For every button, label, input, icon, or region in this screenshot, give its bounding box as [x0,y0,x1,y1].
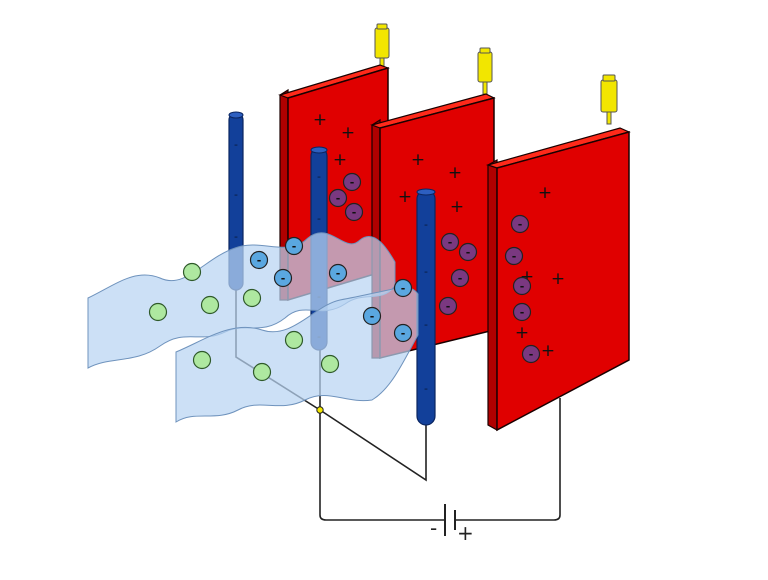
battery-positive-label: + [457,521,474,545]
wire-junction-node [316,406,324,414]
positive-charge-symbol: + [333,150,347,170]
negatively-charged-particle: - [362,306,382,326]
wire-plate-to-battery [455,398,561,521]
collected-charged-particle: - [512,302,532,322]
discharge-electrode-3: - - - - [416,188,436,426]
svg-text:-: - [370,310,375,323]
positive-charge-symbol: + [411,150,425,170]
insulator-3 [600,74,618,125]
negative-charge-symbol: - [424,218,428,231]
svg-text:-: - [336,267,341,280]
svg-text:-: - [401,282,406,295]
negative-charge-symbol: - [234,138,238,151]
collected-charged-particle: - [344,202,364,222]
negatively-charged-particle: - [284,236,304,256]
neutral-dust-particle [252,362,272,382]
collector-plate-3: ++++-----+ [485,74,631,432]
insulator-2 [477,47,493,95]
collected-charged-particle: - [438,296,458,316]
negative-charge-symbol: - [424,382,428,395]
collected-charged-particle: - [521,344,541,364]
negative-charge-symbol: - [234,230,238,243]
negatively-charged-particle: - [393,278,413,298]
battery-negative-label: - [430,516,437,540]
positive-charge-symbol: + [538,183,552,203]
svg-text:-: - [446,300,451,313]
positive-charge-symbol: + [448,163,462,183]
positive-charge-symbol: + [541,341,555,361]
positive-charge-symbol: + [515,323,529,343]
svg-text:-: - [350,176,355,189]
negatively-charged-particle: - [393,323,413,343]
collected-charged-particle: - [458,242,478,262]
collected-charged-particle: - [510,214,530,234]
neutral-dust-particle [192,350,212,370]
neutral-dust-particle [284,330,304,350]
svg-text:-: - [292,240,297,253]
svg-text:-: - [512,250,517,263]
collected-charged-particle: - [342,172,362,192]
svg-text:-: - [529,348,534,361]
svg-text:-: - [257,254,262,267]
gas-stream-front [175,287,419,423]
positive-charge-symbol: + [551,269,565,289]
collected-charged-particle: - [504,246,524,266]
negative-charge-symbol: - [317,212,321,225]
collected-charged-particle: - [512,276,532,296]
neutral-dust-particle [182,262,202,282]
gas-streams [87,232,419,423]
svg-text:-: - [520,306,525,319]
particles: - - - - - - - [148,236,413,382]
plate-2-positive-charges: + + + + [398,150,464,217]
wire-junction-to-battery [319,410,445,521]
positive-charge-symbol: + [313,110,327,130]
negative-charge-symbol: - [424,318,428,331]
negative-charge-symbol: - [424,265,428,278]
insulator-1 [374,23,390,71]
svg-text:-: - [518,218,523,231]
positive-charge-symbol: + [450,197,464,217]
neutral-dust-particle [148,302,168,322]
svg-text:-: - [336,192,341,205]
negative-charge-symbol: - [317,170,321,183]
positive-charge-symbol: + [398,187,412,207]
collected-charged-particle: - [450,268,470,288]
negatively-charged-particle: - [273,268,293,288]
negatively-charged-particle: - [328,263,348,283]
collected-charged-particle: - [440,232,460,252]
svg-text:-: - [466,246,471,259]
negatively-charged-particle: - [249,250,269,270]
svg-text:-: - [281,272,286,285]
neutral-dust-particle [242,288,262,308]
svg-text:-: - [401,327,406,340]
neutral-dust-particle [200,295,220,315]
svg-text:-: - [448,236,453,249]
positive-charge-symbol: + [341,123,355,143]
negative-charge-symbol: - [234,188,238,201]
svg-text:-: - [458,272,463,285]
collected-charged-particle: - [328,188,348,208]
svg-text:-: - [352,206,357,219]
battery: - + [430,504,474,545]
wire-junction-to-electrode3 [319,409,427,482]
svg-text:-: - [520,280,525,293]
neutral-dust-particle [320,354,340,374]
gas-stream-back [87,232,396,369]
